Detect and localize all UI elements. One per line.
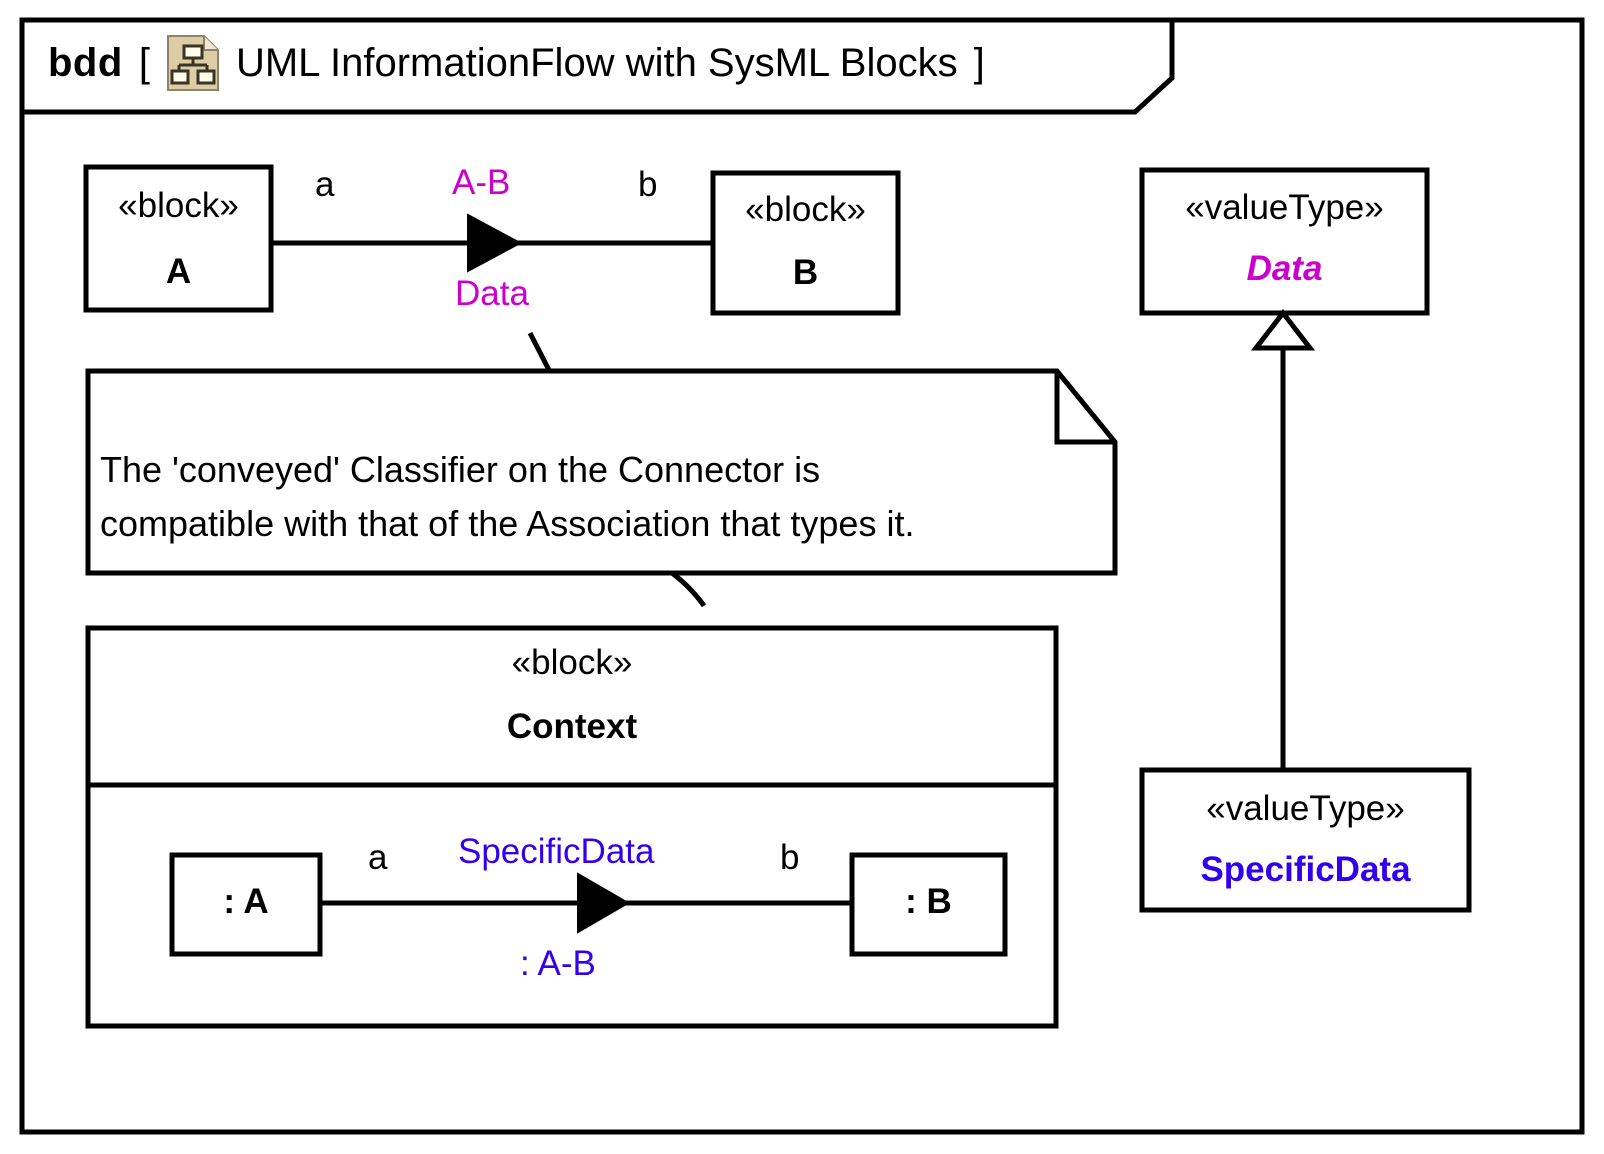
valuetype-data-box	[1139, 167, 1430, 316]
conveyed-classifier-label: Data	[455, 274, 529, 313]
valuetype-data-name: Data	[1246, 249, 1323, 288]
context-block-box	[85, 625, 1059, 1029]
valuetype-specificdata-stereotype: «valueType»	[1206, 789, 1405, 828]
part-a-box	[169, 852, 323, 957]
information-flow-arrowhead-top	[467, 213, 523, 273]
block-a-box	[83, 164, 274, 313]
generalization-arrowhead	[1250, 308, 1316, 351]
diagram-frame-tab	[19, 17, 1175, 115]
note-fold	[1054, 371, 1115, 445]
note-anchor-upper	[527, 331, 553, 374]
association-end-a-role: a	[315, 165, 335, 204]
part-a-label: : A	[223, 882, 269, 921]
block-definition-diagram-icon	[166, 34, 220, 92]
diagram-name-label: UML InformationFlow with SysML Blocks	[235, 40, 958, 85]
context-block-name: Context	[506, 707, 638, 746]
association-end-b-role: b	[638, 165, 658, 204]
connector-conveyed-label: SpecificData	[458, 832, 655, 871]
part-b-box	[849, 852, 1008, 957]
valuetype-data-stereotype: «valueType»	[1185, 188, 1384, 227]
note-text-line-1: The 'conveyed' Classifier on the Connect…	[100, 449, 821, 490]
connector-end-b-role: b	[780, 838, 800, 877]
note-box	[85, 368, 1118, 576]
connector-end-a-role: a	[368, 838, 388, 877]
valuetype-specificdata-box	[1139, 767, 1472, 913]
bracket-close: ]	[973, 40, 985, 85]
part-b-label: : B	[905, 882, 952, 921]
block-b-stereotype: «block»	[745, 190, 866, 229]
block-b-name: B	[792, 253, 819, 292]
valuetype-specificdata-name: SpecificData	[1200, 850, 1411, 889]
information-flow-arrowhead-inner	[577, 872, 630, 934]
block-a-stereotype: «block»	[118, 186, 239, 225]
context-block-stereotype: «block»	[511, 643, 633, 682]
association-name-label: A-B	[452, 163, 511, 202]
diagram-kind-label: bdd	[48, 40, 123, 85]
block-a-name: A	[165, 252, 192, 291]
connector-type-label: : A-B	[520, 944, 596, 983]
note-text-line-2: compatible with that of the Association …	[100, 503, 915, 544]
bracket-open: [	[138, 40, 150, 85]
diagram-frame-header: bdd [ UML InformationFlow with SysML Blo…	[48, 30, 985, 96]
